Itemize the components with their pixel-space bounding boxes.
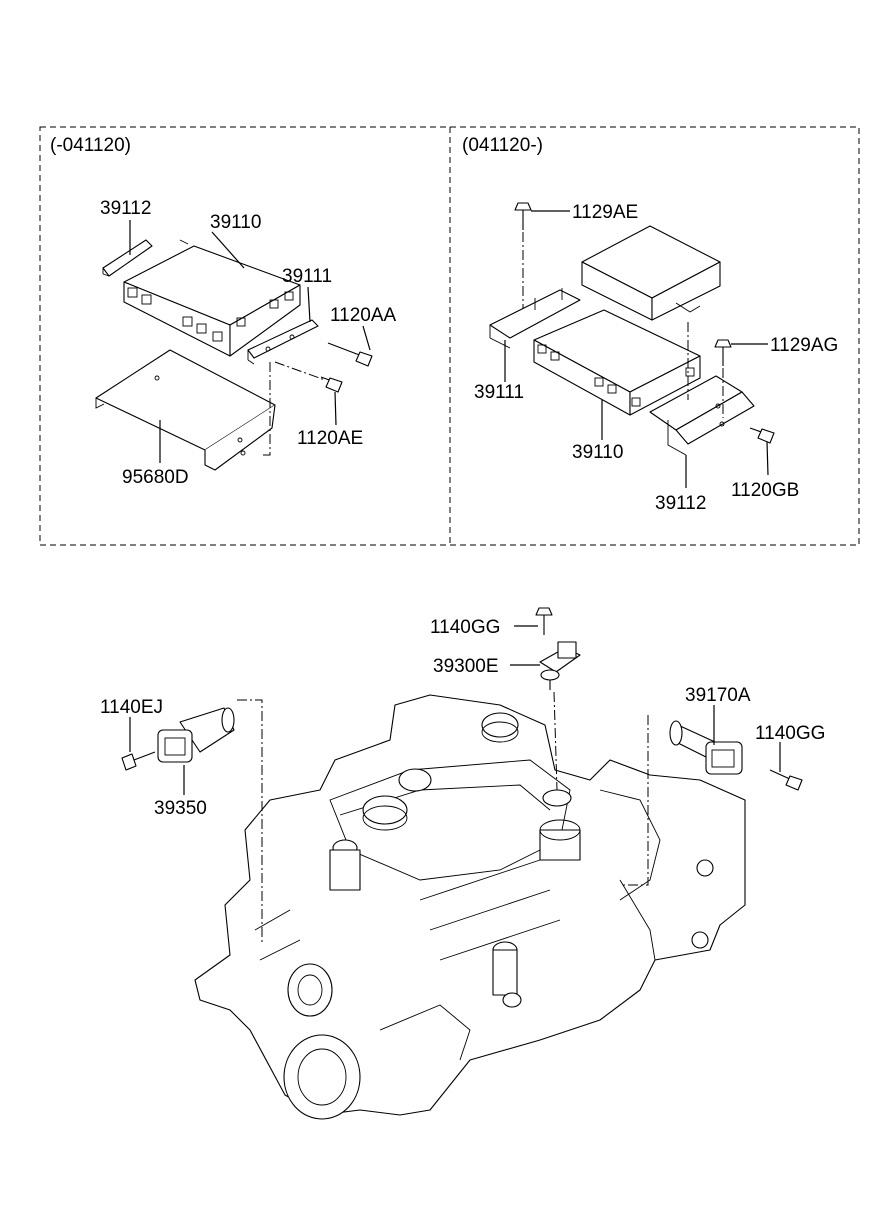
- label-1120AE: 1120AE: [297, 428, 363, 449]
- bracket-icon: [649, 375, 755, 456]
- bolt-icon: [749, 427, 775, 444]
- panel-title-left: (-041120): [50, 135, 131, 156]
- label-39112-left: 39112: [100, 198, 151, 219]
- label-1140GG-top: 1140GG: [430, 617, 500, 638]
- bolt-icon: [514, 202, 532, 230]
- label-1129AE: 1129AE: [572, 202, 638, 223]
- label-39300E: 39300E: [433, 656, 499, 677]
- label-39112-right: 39112: [655, 493, 706, 514]
- right-panel-parts: [489, 202, 775, 488]
- sensor-icon: [539, 641, 581, 690]
- bracket-icon: [489, 288, 581, 349]
- tray-icon: [95, 349, 276, 471]
- label-39111-right: 39111: [474, 382, 524, 403]
- sensor-icon: [157, 707, 235, 763]
- label-39111-left: 39111: [282, 266, 332, 287]
- bolt-icon: [769, 769, 803, 791]
- label-1129AG: 1129AG: [770, 335, 838, 356]
- panel-frame-outer: [39, 126, 860, 546]
- label-1120AA: 1120AA: [330, 305, 397, 326]
- label-1140EJ: 1140EJ: [100, 697, 163, 718]
- bolt-icon: [327, 342, 373, 367]
- sensor-icon: [669, 720, 743, 775]
- label-95680D: 95680D: [122, 467, 189, 488]
- engine-block-icon: [194, 694, 746, 1120]
- ecu-module-icon: [533, 309, 701, 416]
- panel-frames: [39, 126, 860, 546]
- label-39170A: 39170A: [685, 685, 751, 706]
- bolt-icon: [535, 607, 553, 635]
- panel-title-right: (041120-): [462, 135, 543, 156]
- label-39110-right: 39110: [572, 442, 623, 463]
- bolt-icon: [320, 376, 343, 393]
- label-1120GB: 1120GB: [731, 480, 799, 501]
- ecu-cover-icon: [581, 225, 721, 321]
- label-39110-left: 39110: [210, 212, 261, 233]
- bolt-icon: [714, 339, 732, 366]
- bolt-icon: [121, 751, 156, 771]
- bracket-icon: [247, 319, 319, 365]
- label-39350: 39350: [154, 798, 207, 819]
- ecu-module-icon: [123, 239, 301, 357]
- left-panel-parts: [95, 220, 373, 471]
- plate-icon: [102, 239, 153, 277]
- label-1140GG-right: 1140GG: [755, 723, 825, 744]
